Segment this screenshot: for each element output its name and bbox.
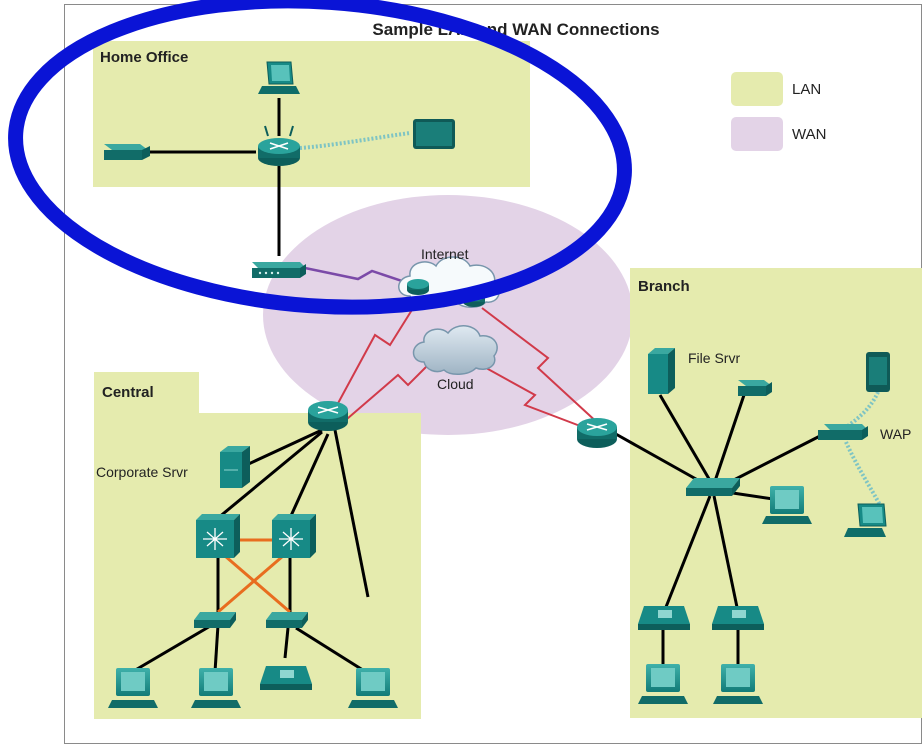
smartphone-icon [866,352,890,392]
desktop-pc-icon [191,668,241,708]
server-icon [220,446,250,488]
desktop-pc-icon [108,668,158,708]
branch-link [712,495,740,613]
ip-phone-icon [638,606,690,630]
multilayer-switch-icon [272,514,316,558]
central-link [288,433,330,519]
wap-label: WAP [880,426,911,442]
branch-router-icon [577,418,617,448]
central-label: Central [102,384,154,401]
ip-phone-icon [712,606,764,630]
branch-link [712,394,746,485]
wan-legend-swatch [731,117,783,151]
branch-switch-icon [686,478,740,496]
central-cross-link [217,554,284,614]
desktop-pc-icon [348,668,398,708]
central-router-icon [308,401,348,431]
wireless-access-point-icon [818,424,868,440]
printer-icon [104,144,150,160]
central-link [241,428,323,469]
central-link [333,429,370,598]
diagram-title: Sample LAN and WAN Connections [372,20,659,39]
modem-icon [252,262,306,278]
central-link [295,626,367,674]
central-cross-link [224,554,291,614]
laptop-icon [844,503,887,537]
branch-link [658,394,714,485]
wireless-link [299,131,411,150]
wan-area [263,195,633,435]
home-office-label: Home Office [100,49,188,66]
server-icon [648,348,675,394]
home-wan-link [304,266,415,287]
wan-link [467,357,597,433]
branch-label: Branch [638,278,690,295]
cloud-label: Cloud [437,376,474,392]
desktop-pc-icon [713,664,763,704]
desktop-pc-icon [762,486,812,524]
corporate-server-label: Corporate Srvr [96,464,188,480]
tablet-icon [413,119,455,149]
central-link [217,430,323,520]
wan-legend-label: WAN [792,126,826,143]
branch-link [662,495,712,613]
internet-label: Internet [421,246,469,262]
ip-phone-icon [260,666,312,690]
cloud [412,325,498,375]
lan-legend-label: LAN [792,81,821,98]
wan-link [329,304,416,419]
central-link [131,623,213,674]
laptop-icon [258,61,300,94]
multilayer-switch-icon [196,514,240,558]
desktop-pc-icon [638,664,688,704]
branch-link [723,434,821,487]
highlight-ellipse [8,0,632,315]
wan-link [481,307,601,426]
central-link [213,624,220,673]
switch-icon [266,612,308,628]
home-office-area [93,41,530,187]
printer-icon [738,380,772,396]
switch-icon [194,612,236,628]
file-server-label: File Srvr [688,350,740,366]
wireless-router-icon [258,125,300,166]
wan-link [339,364,429,426]
central-link [283,627,290,659]
lan-legend-swatch [731,72,783,106]
router-icon [407,279,429,295]
